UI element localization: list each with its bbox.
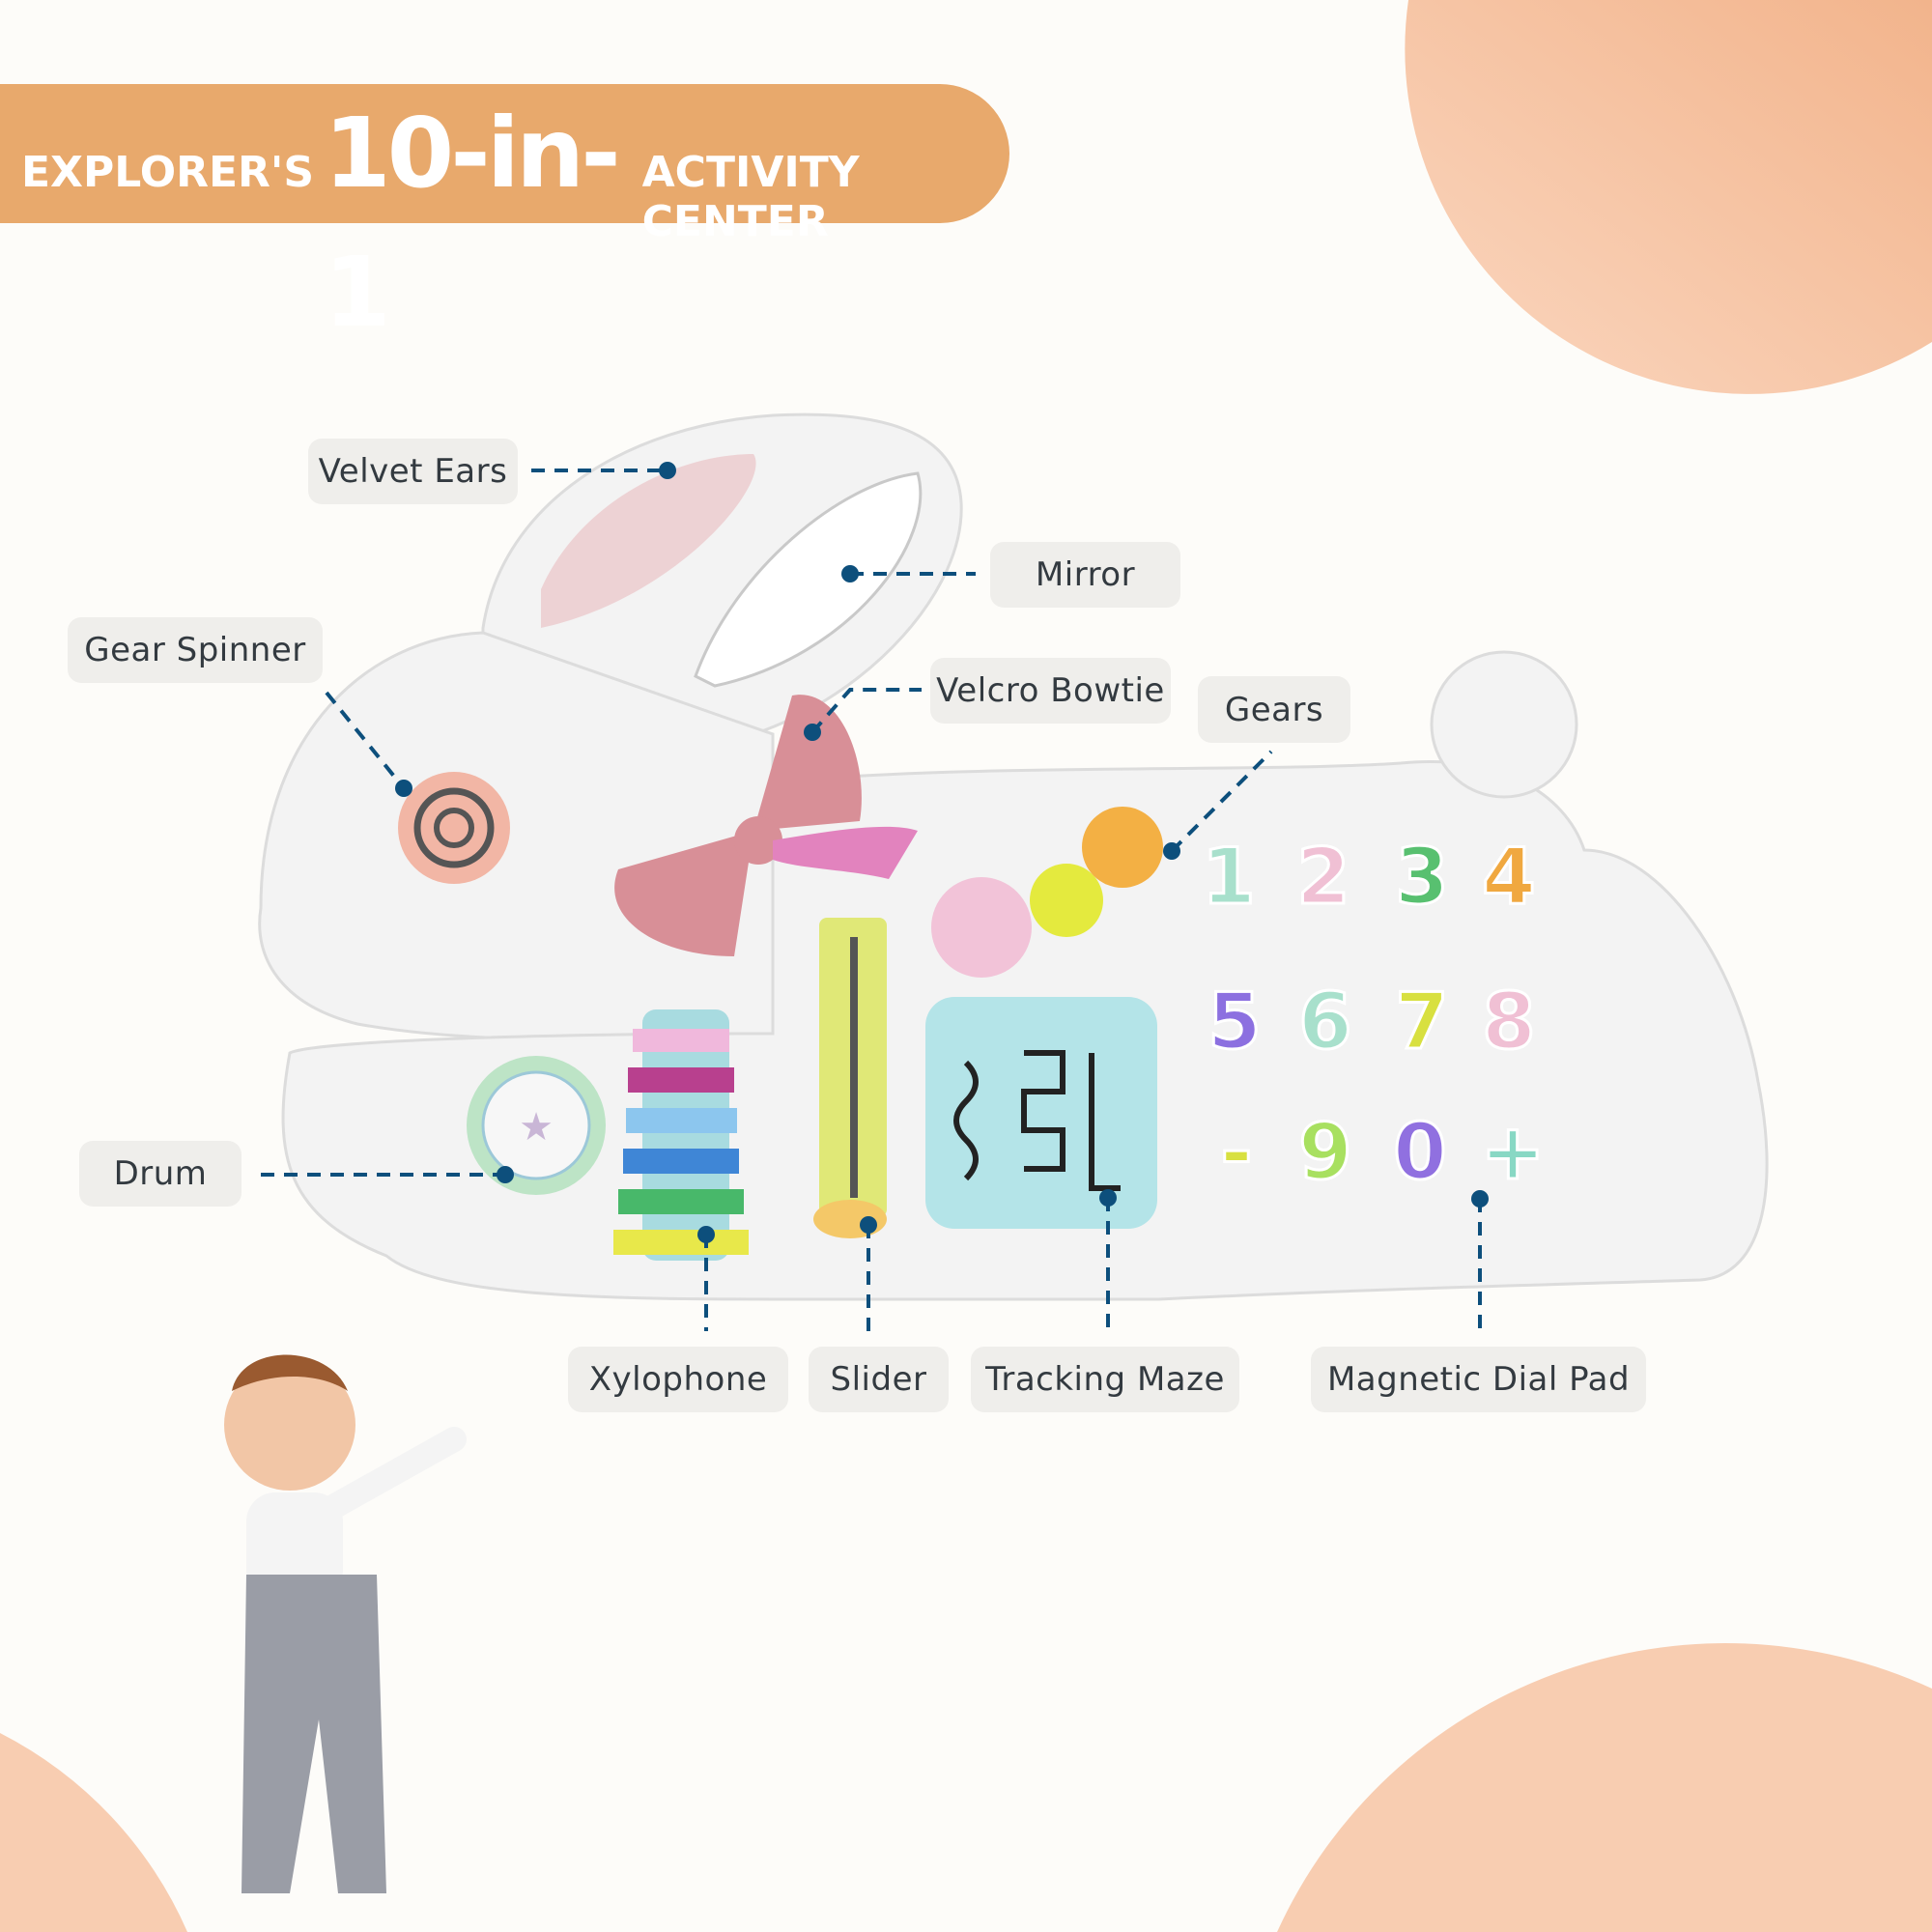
dial-key-6: 6 [1298,977,1352,1066]
label-slider: Slider [809,1347,949,1412]
velvet-ear-pad [541,454,756,628]
label-gears: Gears [1198,676,1350,743]
dial-key-5: 5 [1208,977,1262,1066]
title-suffix: ACTIVITY CENTER [641,148,860,246]
gears [931,807,1163,978]
dial-key-4: 4 [1482,832,1536,922]
label-tracking-maze: Tracking Maze [971,1347,1239,1412]
slider [813,918,887,1238]
dial-key-minus: - [1220,1107,1252,1197]
magnetic-dial-pad: 1 2 3 4 5 6 7 8 - 9 0 + [1201,831,1547,1199]
label-mirror: Mirror [990,542,1180,608]
label-drum: Drum [79,1141,242,1207]
dial-key-3: 3 [1395,832,1449,922]
dial-key-0: 0 [1393,1107,1447,1197]
velcro-bowtie [614,695,862,956]
dial-key-2: 2 [1296,832,1350,922]
label-gear-spinner: Gear Spinner [68,617,323,683]
svg-text:★: ★ [519,1105,554,1150]
title-highlight: 10-in-1 [324,97,621,349]
decor-circle-bottom-right [1277,1643,1932,1932]
label-magnetic-dial-pad: Magnetic Dial Pad [1311,1347,1646,1412]
dial-key-9: 9 [1298,1107,1352,1197]
label-velvet-ears: Velvet Ears [308,439,518,504]
decor-circle-top-right [1405,0,1932,394]
title-banner: EXPLORER'S 10-in-1 ACTIVITY CENTER [0,84,1009,349]
title-prefix: EXPLORER'S [21,148,315,197]
xylophone [613,1009,749,1261]
gear-spinner [398,772,510,884]
dial-key-plus: + [1480,1107,1545,1197]
callout-lines [261,469,1482,1331]
dial-key-8: 8 [1482,977,1536,1066]
drum: ★ [467,1056,606,1195]
bunny-ear [481,412,963,736]
dial-key-7: 7 [1395,977,1449,1066]
child-figure [224,1354,467,1893]
label-velcro-bowtie: Velcro Bowtie [930,658,1171,724]
callout-dots [395,462,1489,1243]
ribbon [773,826,918,879]
bunny-tail [1430,650,1578,799]
tracking-maze [925,997,1157,1229]
dial-key-1: 1 [1202,832,1256,922]
label-xylophone: Xylophone [568,1347,788,1412]
decor-circle-bottom-left [0,1733,187,1932]
mirror [694,471,923,688]
